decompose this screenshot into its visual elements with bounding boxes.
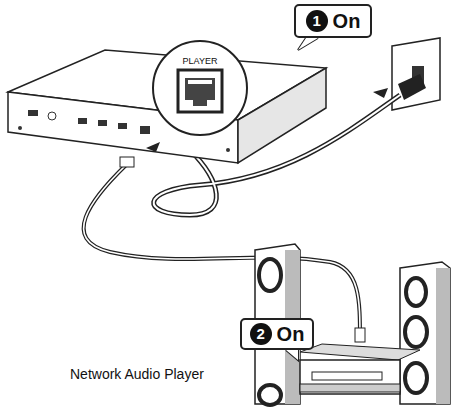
audio-player: [300, 344, 420, 394]
ethernet-cable-core: [84, 165, 360, 340]
port-socket: [185, 78, 215, 106]
ethernet-port: [178, 70, 222, 112]
plug-arrow: [373, 88, 388, 98]
right-speaker: [400, 262, 450, 404]
ethernet-plug: [355, 328, 365, 342]
device-side: [238, 68, 326, 163]
node-outline: [152, 40, 248, 136]
ethernet-cable: [84, 165, 360, 340]
zoom-circle: [153, 41, 247, 135]
ethernet-plug: [120, 157, 134, 167]
state-label: On: [333, 10, 361, 33]
bubble-tail-cover: [286, 350, 298, 360]
port-label: PLAYER: [152, 56, 248, 66]
callout-number: 2: [250, 323, 272, 345]
speech-bubble: 1On: [294, 4, 372, 38]
bubble-tail-cover: [298, 38, 318, 50]
speech-bubble: 2On: [240, 318, 314, 350]
bubble-tail: [286, 350, 298, 360]
device-label: Network Audio Player: [70, 366, 204, 382]
zoom-callout: PLAYER: [152, 40, 248, 136]
port-lights: [188, 80, 212, 84]
wall-outlet: [392, 38, 440, 110]
insert-arrow: [146, 142, 160, 152]
power-plug: [398, 74, 426, 100]
bubble-body: [295, 5, 371, 37]
callout-number: 1: [306, 10, 328, 32]
bubble-tail: [298, 38, 318, 50]
bubble-body: [241, 319, 313, 349]
state-label: On: [277, 323, 305, 346]
